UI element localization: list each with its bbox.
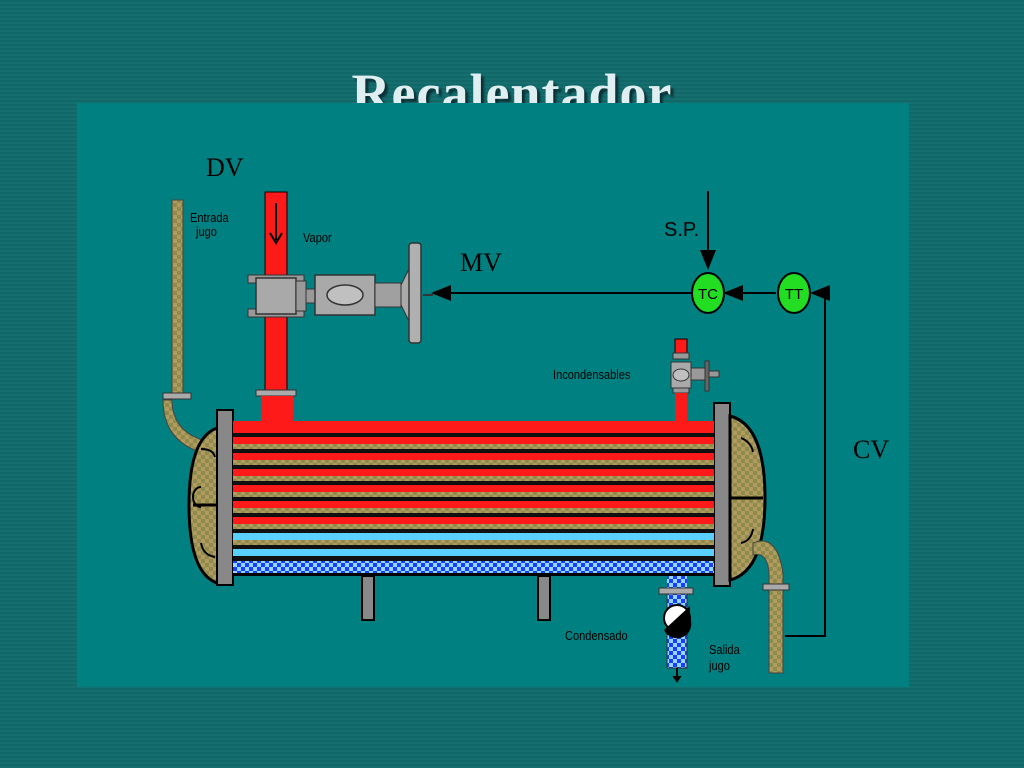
actuator-diaphragm	[408, 242, 422, 344]
tt-transmitter: TT	[777, 272, 811, 314]
condensate-drain	[658, 576, 694, 683]
left-tube-sheet	[216, 409, 234, 586]
cv-signal-line	[785, 285, 830, 637]
noncondensables-vent	[670, 338, 720, 421]
juice-outlet-pipe	[752, 540, 790, 674]
label-incondensables: Incondensables	[553, 367, 631, 382]
label-setpoint: S.P.	[664, 219, 700, 241]
label-vapor: Vapor	[303, 230, 332, 245]
control-valve	[247, 242, 433, 344]
label-salida-jugo: jugo	[709, 658, 730, 673]
support-legs	[361, 575, 551, 621]
right-tube-sheet	[713, 402, 731, 587]
tc-controller: TC	[691, 272, 725, 314]
label-entrada: Entrada	[190, 210, 229, 225]
tube-bundle	[233, 437, 714, 556]
tt-label: TT	[785, 286, 803, 303]
tc-label: TC	[698, 286, 718, 303]
label-dv: DV	[206, 153, 244, 182]
heat-exchanger-diagram: TC TT	[162, 191, 830, 683]
label-condensado: Condensado	[565, 628, 628, 643]
steam-inlet-line	[255, 191, 297, 421]
label-salida: Salida	[709, 642, 740, 657]
outlet-flange	[762, 583, 790, 591]
diagram-panel: TC TT DV MV CV S	[77, 103, 909, 687]
right-head	[728, 414, 767, 582]
label-entrada-jugo: jugo	[196, 224, 217, 239]
label-mv: MV	[460, 248, 502, 277]
inlet-flange	[162, 392, 192, 400]
label-cv: CV	[853, 435, 890, 464]
